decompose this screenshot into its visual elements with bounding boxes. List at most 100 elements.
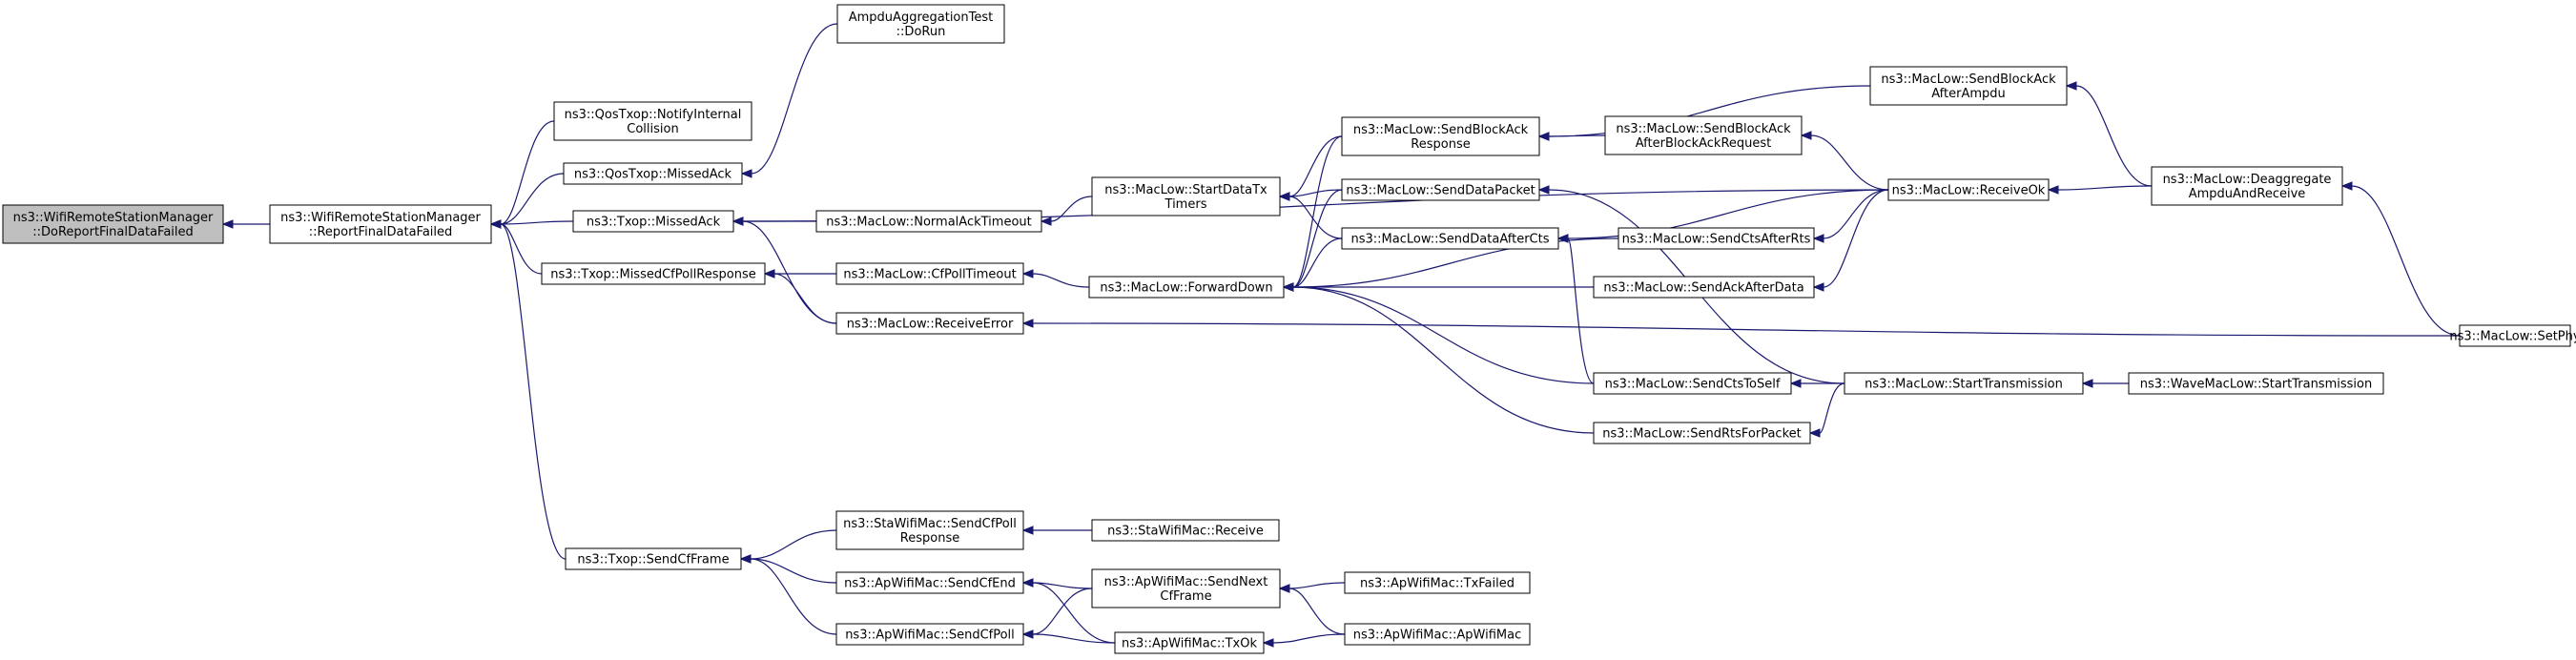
node-box bbox=[1091, 176, 1281, 217]
arrowhead bbox=[1537, 185, 1550, 195]
edge-apSendNextCf-to-apSendCfEnd bbox=[1021, 578, 1093, 589]
edge-qosMissedAck-to-reportFinal bbox=[489, 173, 565, 229]
arrowhead bbox=[2081, 379, 2093, 388]
edge-startTransmission-to-sendCtsToSelf bbox=[1789, 379, 1844, 388]
node-label: AmpduAndReceive bbox=[2189, 187, 2306, 201]
arrowhead bbox=[740, 169, 752, 178]
node-label: ::DoReportFinalDataFailed bbox=[32, 225, 194, 239]
nodes-layer: ns3::WifiRemoteStationManager::DoReportF… bbox=[2, 4, 2576, 654]
node-label: ns3::WifiRemoteStationManager bbox=[280, 211, 481, 225]
edge-staSendCfPoll-to-txopSendCf bbox=[739, 529, 837, 564]
node-reportFinal[interactable]: ns3::WifiRemoteStationManager::ReportFin… bbox=[269, 204, 492, 244]
node-label: AmpduAggregationTest bbox=[849, 10, 993, 25]
edge-line bbox=[1032, 633, 1116, 644]
edge-receiveError-to-txopMissedCf bbox=[763, 269, 837, 324]
edge-ampduTest-to-qosMissedAck bbox=[740, 23, 838, 178]
edge-txopMissedCf-to-reportFinal bbox=[489, 219, 543, 275]
node-startTransmission[interactable]: ns3::MacLow::StartTransmission bbox=[1844, 372, 2084, 395]
arrowhead bbox=[1021, 629, 1034, 639]
edges-layer bbox=[221, 23, 2461, 648]
node-qosMissedAck[interactable]: ns3::QosTxop::MissedAck bbox=[563, 162, 743, 185]
node-waveStart[interactable]: ns3::WaveMacLow::StartTransmission bbox=[2128, 372, 2384, 395]
node-txopMissedAck[interactable]: ns3::Txop::MissedAck bbox=[572, 210, 734, 233]
node-receiveError[interactable]: ns3::MacLow::ReceiveError bbox=[835, 312, 1024, 335]
node-box bbox=[1618, 227, 1815, 250]
edge-txopSendCf-to-reportFinal bbox=[489, 219, 567, 560]
edge-line bbox=[750, 558, 837, 584]
node-root[interactable]: ns3::WifiRemoteStationManager::DoReportF… bbox=[2, 204, 224, 244]
edge-sendBlockAckAfterReq-to-sendBlockAckResp bbox=[1537, 132, 1606, 141]
node-label: ns3::MacLow::SetPhy bbox=[2449, 330, 2576, 344]
node-label: ns3::ApWifiMac::SendNext bbox=[1104, 575, 1268, 589]
node-box bbox=[1593, 372, 1792, 395]
node-sendBlockAckAfterReq[interactable]: ns3::MacLow::SendBlockAckAfterBlockAckRe… bbox=[1604, 115, 1803, 155]
node-apSendCfPoll[interactable]: ns3::ApWifiMac::SendCfPoll bbox=[835, 623, 1024, 646]
edge-reportFinal-to-root bbox=[221, 219, 270, 229]
arrowhead bbox=[1812, 282, 1824, 292]
arrowhead bbox=[1278, 584, 1290, 593]
node-box bbox=[1593, 276, 1815, 299]
arrowhead bbox=[1021, 526, 1034, 535]
arrowhead bbox=[763, 269, 775, 278]
edge-line bbox=[1288, 588, 1346, 635]
edge-startTransmission-to-sendRtsForPacket bbox=[1808, 382, 1845, 438]
node-sendCtsToSelf[interactable]: ns3::MacLow::SendCtsToSelf bbox=[1593, 372, 1792, 395]
node-label: ::DoRun bbox=[896, 25, 946, 39]
node-label: Response bbox=[900, 531, 959, 546]
arrowhead bbox=[1021, 319, 1034, 328]
node-label: ns3::ApWifiMac::TxOk bbox=[1122, 637, 1258, 651]
edge-forwardDown-to-cfPollTimeout bbox=[1021, 269, 1090, 288]
node-sendDataPacket[interactable]: ns3::MacLow::SendDataPacket bbox=[1341, 178, 1540, 201]
edge-line bbox=[500, 223, 543, 275]
node-apTxFailed[interactable]: ns3::ApWifiMac::TxFailed bbox=[1344, 571, 1531, 594]
edge-line bbox=[1292, 286, 1595, 434]
node-box bbox=[565, 547, 742, 570]
node-sendDataAfterCts[interactable]: ns3::MacLow::SendDataAfterCts bbox=[1341, 227, 1559, 250]
arrowhead bbox=[739, 554, 752, 564]
node-box bbox=[835, 312, 1024, 335]
node-label: ns3::MacLow::Deaggregate bbox=[2163, 173, 2332, 187]
node-receiveOk[interactable]: ns3::MacLow::ReceiveOk bbox=[1887, 178, 2050, 201]
node-txopSendCf[interactable]: ns3::Txop::SendCfFrame bbox=[565, 547, 742, 570]
node-label: ns3::MacLow::ForwardDown bbox=[1100, 281, 1272, 296]
node-forwardDown[interactable]: ns3::MacLow::ForwardDown bbox=[1088, 276, 1285, 299]
node-label: ns3::MacLow::ReceiveError bbox=[847, 318, 1014, 332]
node-txopMissedCf[interactable]: ns3::Txop::MissedCfPollResponse bbox=[541, 262, 766, 285]
node-box bbox=[269, 204, 492, 244]
arrowhead bbox=[1800, 131, 1812, 140]
node-sendAckAfterData[interactable]: ns3::MacLow::SendAckAfterData bbox=[1593, 276, 1815, 299]
node-sendRtsForPacket[interactable]: ns3::MacLow::SendRtsForPacket bbox=[1593, 422, 1811, 444]
node-staReceive[interactable]: ns3::StaWifiMac::Receive bbox=[1091, 519, 1280, 542]
edge-line bbox=[1292, 286, 1595, 384]
edge-line bbox=[1032, 582, 1093, 589]
node-label: ns3::Txop::SendCfFrame bbox=[577, 553, 729, 567]
node-ampduTest[interactable]: AmpduAggregationTest::DoRun bbox=[836, 4, 1005, 44]
node-box bbox=[572, 210, 734, 233]
node-normalAckTimeout[interactable]: ns3::MacLow::NormalAckTimeout bbox=[815, 210, 1042, 233]
node-label: AfterAmpdu bbox=[1931, 87, 2006, 101]
node-apSendCfEnd[interactable]: ns3::ApWifiMac::SendCfEnd bbox=[835, 571, 1024, 594]
node-label: ns3::MacLow::SendBlockAck bbox=[1353, 123, 1529, 137]
edge-line bbox=[751, 23, 838, 175]
node-setPhy[interactable]: ns3::MacLow::SetPhy bbox=[2449, 324, 2576, 347]
node-apTxOk[interactable]: ns3::ApWifiMac::TxOk bbox=[1114, 631, 1265, 654]
edge-apSendCfPoll-to-txopSendCf bbox=[739, 554, 837, 635]
edge-line bbox=[1292, 135, 1343, 288]
node-box bbox=[835, 510, 1024, 550]
node-apWifiMac[interactable]: ns3::ApWifiMac::ApWifiMac bbox=[1344, 623, 1531, 646]
edge-staReceive-to-staSendCfPoll bbox=[1021, 526, 1092, 535]
node-box bbox=[563, 162, 743, 185]
node-label: ns3::MacLow::StartTransmission bbox=[1865, 378, 2063, 392]
node-cfPollTimeout[interactable]: ns3::MacLow::CfPollTimeout bbox=[835, 262, 1024, 285]
node-sendCtsAfterRts[interactable]: ns3::MacLow::SendCtsAfterRts bbox=[1618, 227, 1815, 250]
node-label: CfFrame bbox=[1160, 589, 1211, 604]
